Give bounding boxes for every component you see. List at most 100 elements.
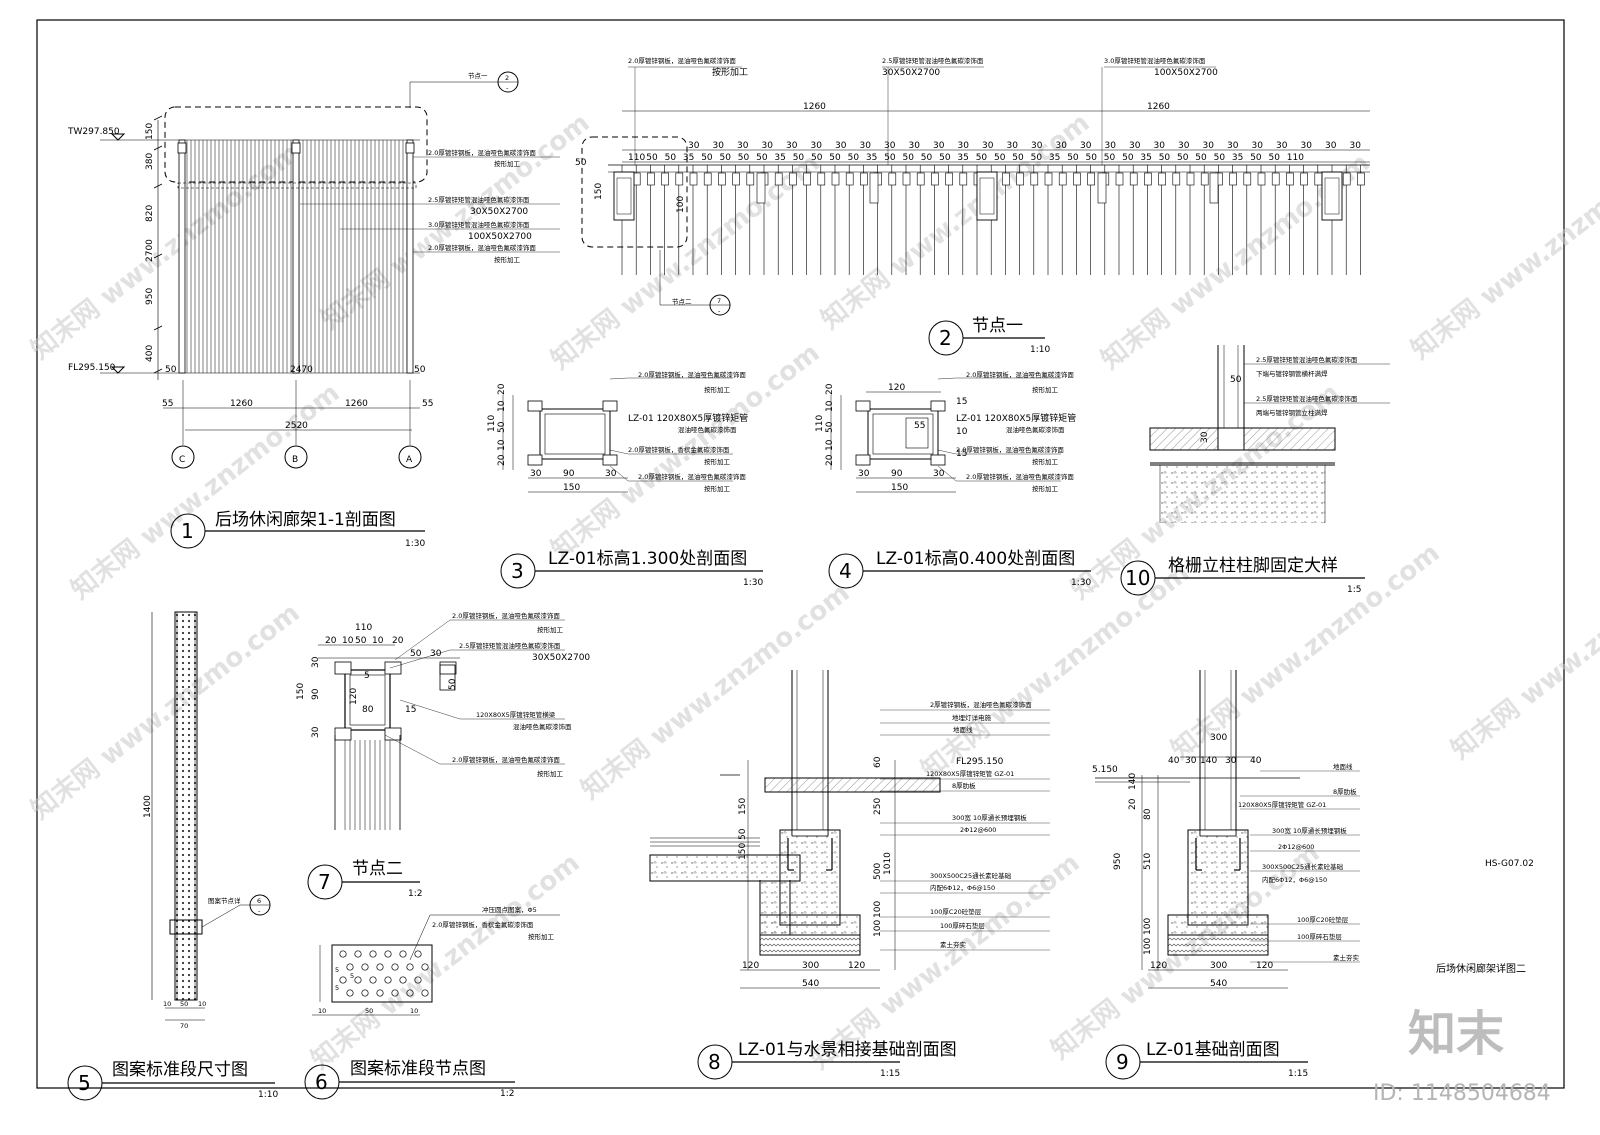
d5-ref-sub: - xyxy=(258,907,261,915)
d9-vdim-3: 950 xyxy=(1113,853,1123,870)
d2-dim-mid-4: 50 xyxy=(701,153,713,163)
d9-top-3: 140 xyxy=(1200,756,1217,766)
d10-note-3: 两端与镀锌钢管立柱满焊 xyxy=(1256,408,1328,417)
node1-ref-num: 2 xyxy=(505,74,509,82)
d4-note-7: 按形加工 xyxy=(1032,484,1059,493)
d7-dim-top-2: 10 xyxy=(342,636,354,646)
d5-dim-1400: 1400 xyxy=(143,795,153,818)
d2-dim-mid-16: 50 xyxy=(921,153,933,163)
d2-dim-top-13: 30 xyxy=(1007,141,1019,151)
d8-hdim-3: 540 xyxy=(802,979,819,989)
d3-hdim-1: 90 xyxy=(563,469,575,479)
d9-note-6: 内配6Φ12，Φ6@150 xyxy=(1262,875,1327,884)
d2-notes: 2.0厚镀锌钢板，混油哑色氟碳漆饰面按形加工2.5厚镀锌矩管混油哑色氟碳漆饰面3… xyxy=(628,56,1218,165)
d5-scale: 1:10 xyxy=(258,1090,278,1100)
node-callout-box xyxy=(164,106,428,183)
d2-dim-mid-35: 50 xyxy=(1269,153,1281,163)
d2-dim-top-14: 30 xyxy=(1031,141,1043,151)
d7-note-4: 120X80X5厚镀锌矩管横梁 xyxy=(476,710,556,719)
d8-note-2: 地面线 xyxy=(953,725,973,734)
d2-dim-mid-21: 50 xyxy=(1012,153,1024,163)
d8-note-8: 内配6Φ12，Φ6@150 xyxy=(930,883,995,892)
d1-note-6: 2.0厚镀锌钢板，混油哑色氟碳漆饰面 xyxy=(428,243,536,252)
d9-vdim-1: 20 xyxy=(1128,798,1138,810)
d2-dim-mid-0: 110 xyxy=(628,153,645,163)
d2-dim-mid-6: 50 xyxy=(738,153,750,163)
d2-dim-top-20: 30 xyxy=(1178,141,1190,151)
d7-note-2: 2.5厚镀锌矩管混油哑色氟碳漆饰面 xyxy=(459,641,561,650)
d2-dim-mid-32: 50 xyxy=(1214,153,1226,163)
d2-note-0: 2.0厚镀锌钢板，混油哑色氟碳漆饰面 xyxy=(628,56,736,65)
d1-note-5: 100X50X2700 xyxy=(468,232,532,242)
d3-scale: 1:30 xyxy=(743,578,763,588)
d8-note-3: 120X80X5厚镀锌矩管 GZ-01 xyxy=(926,769,1014,778)
d2-dim-mid-20: 50 xyxy=(994,153,1006,163)
d2-dim-mid-13: 35 xyxy=(866,153,877,163)
d4-note-5: 按形加工 xyxy=(1032,457,1059,466)
axis-A: A xyxy=(406,455,413,465)
d3-vdim-4: 10 xyxy=(497,439,507,451)
d6-note-0: 冲压圆点图案，Φ5 xyxy=(482,905,537,914)
d2-dim-mid-24: 50 xyxy=(1067,153,1079,163)
d9-level: 5.150 xyxy=(1092,765,1118,775)
d9-top-4: 30 xyxy=(1225,756,1237,766)
d2-dim-top-12: 30 xyxy=(982,141,994,151)
d2-note-3: 30X50X2700 xyxy=(882,68,940,78)
d10-dim-50: 50 xyxy=(1230,375,1242,385)
d2-dim-mid-11: 50 xyxy=(829,153,841,163)
d4-hdim-0: 30 xyxy=(858,469,870,479)
d4-title: LZ-01标高0.400处剖面图 xyxy=(876,549,1075,569)
d2-side-100: 100 xyxy=(676,196,686,213)
d6-dim-50: 50 xyxy=(365,1007,373,1015)
d2-dim-top-23: 30 xyxy=(1252,141,1264,151)
d1-dim-55a: 55 xyxy=(162,399,173,409)
d4-hdim-2: 30 xyxy=(933,469,945,479)
d8-vdim-2: 50 xyxy=(738,828,748,840)
d9-number: 9 xyxy=(1116,1050,1129,1074)
drawing-5: 1400 图案节点详 6 - 10 50 10 70 5 图案标准段尺寸图 1:… xyxy=(67,611,278,1101)
d1-dim-50b: 50 xyxy=(414,365,426,375)
d2-dim-top-17: 30 xyxy=(1105,141,1117,151)
d7-dim-top-5: 20 xyxy=(392,636,404,646)
watermark-text: 知末网 www.znzmo.com xyxy=(816,108,1096,336)
d2-dim-mid-23: 35 xyxy=(1049,153,1060,163)
d9-hdim-0: 120 xyxy=(1150,961,1167,971)
d4-vdim-2: 10 xyxy=(825,400,835,412)
d3-title: LZ-01标高1.300处剖面图 xyxy=(548,549,747,569)
d7-dim-top-6: 50 xyxy=(410,649,422,659)
d1-note-1: 按形加工 xyxy=(494,159,521,168)
d4-vdim-4: 10 xyxy=(825,439,835,451)
d9-note-2: 120X80X5厚镀锌矩管 GZ-01 xyxy=(1238,800,1326,809)
d2-note-4: 3.0厚镀锌矩管混油哑色氟碳漆饰面 xyxy=(1104,56,1206,65)
d8-note-7: 300X500C25通长素砼基础 xyxy=(930,871,1012,880)
d3-number: 3 xyxy=(511,559,524,583)
d2-note-1: 按形加工 xyxy=(712,66,748,78)
d7-note-6: 2.0厚镀锌钢板，混油哑色氟碳漆饰面 xyxy=(452,755,560,764)
d6-dim-5c: 5 xyxy=(350,972,354,980)
d2-dim-top-5: 30 xyxy=(811,141,823,151)
d7-dim-top-3: 50 xyxy=(355,636,367,646)
d2-dim-mid-7: 50 xyxy=(756,153,768,163)
watermark-text: 知末网 www.znzmo.com xyxy=(576,578,856,806)
d8-note-6: 2Φ12@600 xyxy=(960,826,996,834)
d7-note-7: 按形加工 xyxy=(537,769,564,778)
d2-dim-top-15: 30 xyxy=(1056,141,1068,151)
d9-hdim-1: 300 xyxy=(1210,961,1227,971)
d4-number: 4 xyxy=(839,559,852,583)
d2-dim-mid-30: 50 xyxy=(1177,153,1189,163)
d2-dim-top-9: 30 xyxy=(909,141,921,151)
d2-dim-top-1: 30 xyxy=(713,141,725,151)
d1-vdim-4: 950 xyxy=(145,288,155,305)
d5-number: 5 xyxy=(78,1071,91,1095)
d2-dim-top-16: 30 xyxy=(1080,141,1092,151)
d6-dim-5a: 5 xyxy=(335,966,339,974)
d3-vdim-0: 20 xyxy=(497,383,507,395)
d9-note-4: 2Φ12@600 xyxy=(1278,843,1314,851)
d7-dim-side-1: 30 xyxy=(311,656,321,668)
d2-scale: 1:10 xyxy=(1030,345,1050,355)
d2-dim-top-19: 30 xyxy=(1154,141,1166,151)
d1-vdim-1: 380 xyxy=(145,153,155,170)
